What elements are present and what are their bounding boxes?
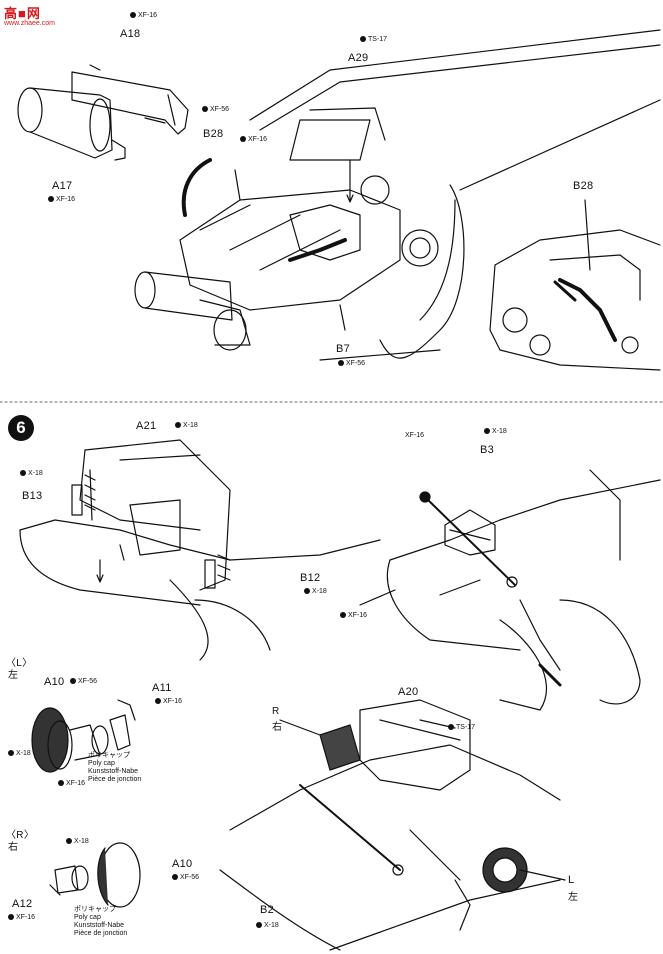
a12-part-label: A12 — [12, 898, 33, 910]
b12-paint-code: X-18 — [304, 588, 327, 595]
a11-part-label: A11 — [152, 682, 172, 694]
b2-paint-code: X-18 — [256, 922, 279, 929]
a10-right-paint-code: XF-56 — [172, 874, 199, 881]
a20-part-label: A20 — [398, 686, 419, 698]
left-hub-x18-paint: X-18 — [8, 750, 31, 757]
a17-muffler — [17, 87, 126, 161]
left-side-marker: 〈L〉 — [6, 658, 33, 669]
lower-muffler — [134, 271, 251, 351]
a12-paint-code: XF-16 — [8, 914, 35, 921]
rear-left-marker-cn: 左 — [568, 892, 579, 903]
a10-left-paint-code: XF-56 — [70, 678, 97, 685]
a21-rear-frame — [19, 439, 381, 661]
left-hub-xf16-paint: XF-16 — [58, 780, 85, 787]
left-side-marker-cn: 左 — [8, 670, 19, 681]
a21-paint-code: X-18 — [175, 422, 198, 429]
a17-paint-code: XF-16 — [48, 196, 75, 203]
b7-part-label: B7 — [336, 343, 351, 355]
b7-paint-code: XF-56 — [338, 360, 365, 367]
rear-right-marker: R — [272, 706, 280, 717]
b13-part-label: B13 — [22, 490, 43, 502]
poly-cap-note-right: ポリキャップ Poly cap Kunststoff-Nabe Pièce de… — [74, 906, 128, 937]
rear-right-marker-cn: 右 — [272, 722, 283, 733]
a18-paint-code: XF-16 — [130, 12, 157, 19]
right-side-marker-cn: 右 — [8, 842, 19, 853]
site-watermark-url: www.zhaee.com — [4, 20, 55, 27]
b3-stabilizer-assembly — [386, 469, 661, 711]
b13-paint-code: X-18 — [20, 470, 43, 477]
b28-paint-code-top: XF-56 — [202, 106, 229, 113]
a29-part-label: A29 — [348, 52, 369, 64]
poly-cap-note-left: ポリキャップ Poly cap Kunststoff-Nabe Pièce de… — [88, 752, 142, 783]
a10-left-part-label: A10 — [44, 676, 65, 688]
b3-paint-code-right: X-18 — [484, 428, 507, 435]
b12-part-label: B12 — [300, 572, 321, 584]
b28-detail-view — [489, 229, 661, 371]
a10-right-part-label: A10 — [172, 858, 193, 870]
b12-shock-absorber — [204, 554, 231, 589]
b28-detail-label: B28 — [573, 180, 594, 192]
a11-paint-code: XF-16 — [155, 698, 182, 705]
b3-paint-code-left: XF-16 — [405, 432, 425, 439]
a20-paint-code: TS-17 — [448, 724, 475, 731]
site-watermark: 高■网 — [4, 6, 41, 21]
a29-paint-code: TS-17 — [360, 36, 387, 43]
b3-part-label: B3 — [480, 444, 495, 456]
rear-left-marker: L — [568, 874, 575, 886]
right-wheel-hub — [49, 842, 141, 908]
a20-rear-suspension — [219, 699, 561, 951]
right-side-marker: 〈R〉 — [6, 830, 35, 841]
left-wheel-hub — [31, 699, 136, 773]
b28-paint-code-side: XF-16 — [240, 136, 267, 143]
a18-part-label: A18 — [120, 28, 141, 40]
b28-part-label: B28 — [203, 128, 224, 140]
a21-part-label: A21 — [136, 420, 157, 432]
right-hub-x18-paint: X-18 — [66, 838, 89, 845]
a17-part-label: A17 — [52, 180, 73, 192]
engine-assembly — [179, 107, 439, 311]
a18-heat-shield — [71, 71, 189, 135]
stabilizer-paint-code: XF-16 — [340, 612, 367, 619]
step-number-badge: 6 — [8, 415, 34, 441]
b2-part-label: B2 — [260, 904, 275, 916]
b13-shock-absorber — [71, 469, 96, 521]
